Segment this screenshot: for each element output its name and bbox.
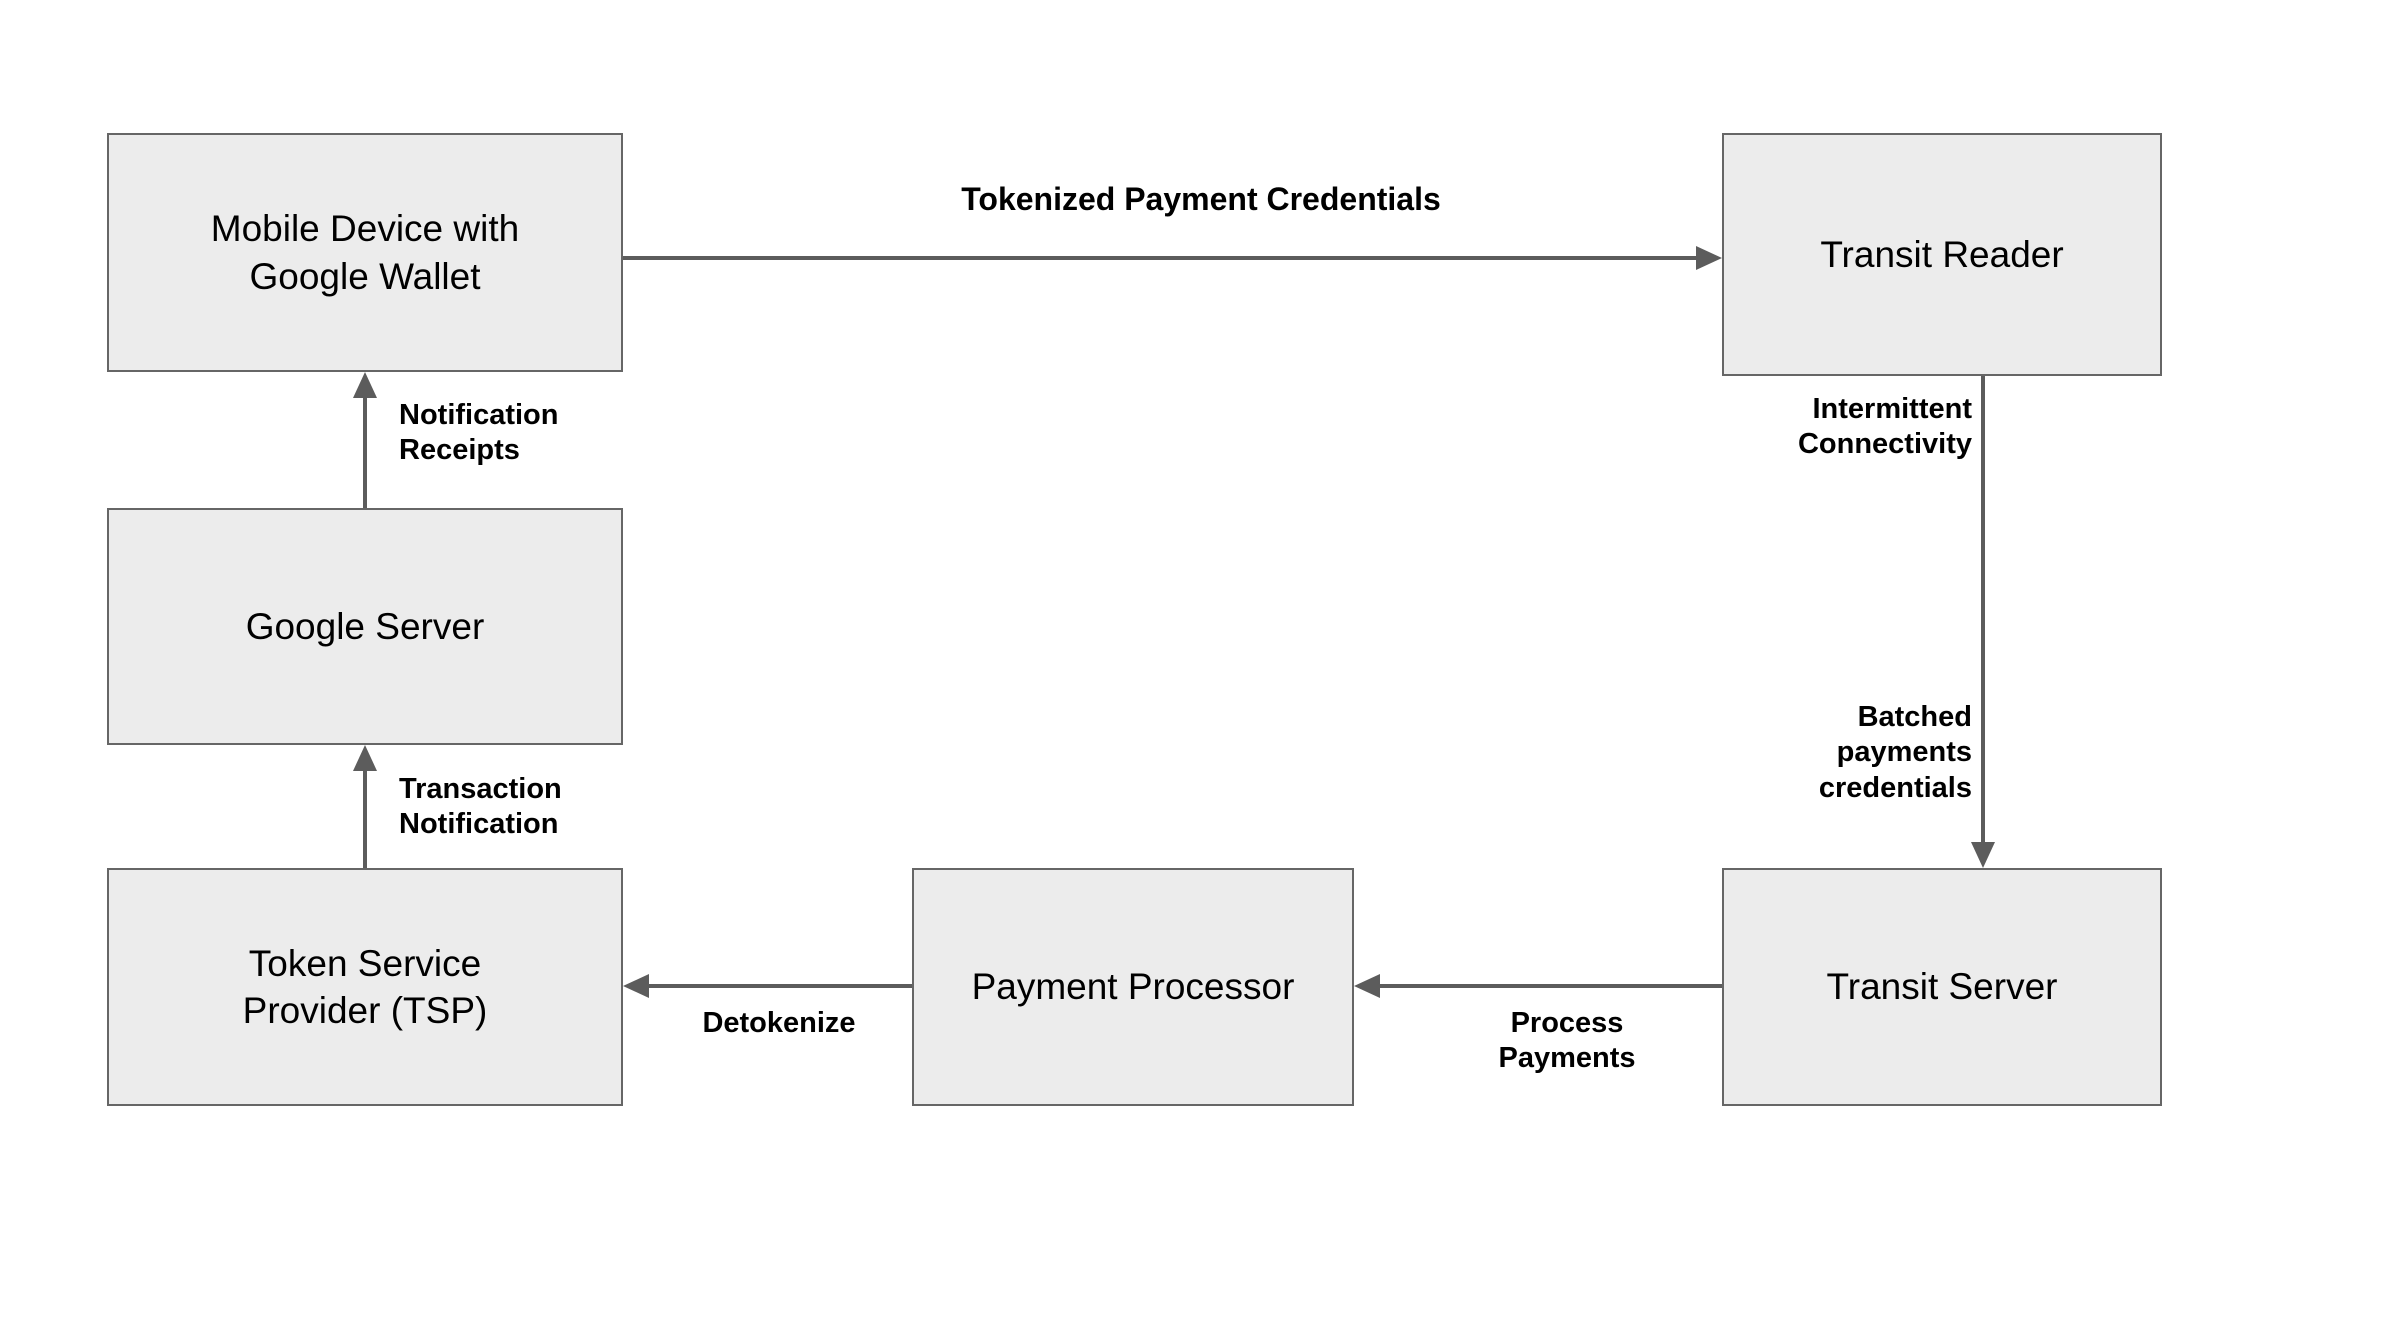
- edge-label-notification-receipts: Notification Receipts: [399, 399, 559, 467]
- connector-mobile-to-reader: [623, 246, 1722, 270]
- connector-reader-to-transit-server: [1971, 376, 1995, 868]
- edge-label-tokenized-payment-credentials: Tokenized Payment Credentials: [961, 181, 1441, 217]
- connector-transit-server-to-processor: [1354, 974, 1722, 998]
- edge-label-detokenize: Detokenize: [702, 1007, 856, 1039]
- node-transit-reader[interactable]: Transit Reader: [1722, 133, 2162, 376]
- node-transit-reader-label: Transit Reader: [1820, 233, 2064, 275]
- node-google-server[interactable]: Google Server: [107, 508, 623, 745]
- edge-label-intermittent-connectivity: Intermittent Connectivity: [1797, 393, 1972, 461]
- node-mobile-device-label: Mobile Device with Google Wallet: [210, 208, 520, 297]
- node-token-service-provider-label: Token Service Provider (TSP): [242, 942, 488, 1031]
- connector-tsp-to-google-server: [353, 745, 377, 868]
- connector-processor-to-tsp: [623, 974, 912, 998]
- node-token-service-provider[interactable]: Token Service Provider (TSP): [107, 868, 623, 1106]
- node-transit-server-label: Transit Server: [1826, 966, 2058, 1008]
- edge-label-transaction-notification: Transaction Notification: [399, 773, 562, 841]
- node-payment-processor-label: Payment Processor: [971, 966, 1295, 1008]
- edge-label-batched-payments-credentials: Batched payments credentials: [1818, 701, 1972, 804]
- node-google-server-label: Google Server: [245, 605, 485, 647]
- connector-google-server-to-mobile: [353, 372, 377, 508]
- node-transit-server[interactable]: Transit Server: [1722, 868, 2162, 1106]
- edge-label-process-payments: Process Payments: [1498, 1007, 1636, 1075]
- node-mobile-device[interactable]: Mobile Device with Google Wallet: [107, 133, 623, 372]
- node-payment-processor[interactable]: Payment Processor: [912, 868, 1354, 1106]
